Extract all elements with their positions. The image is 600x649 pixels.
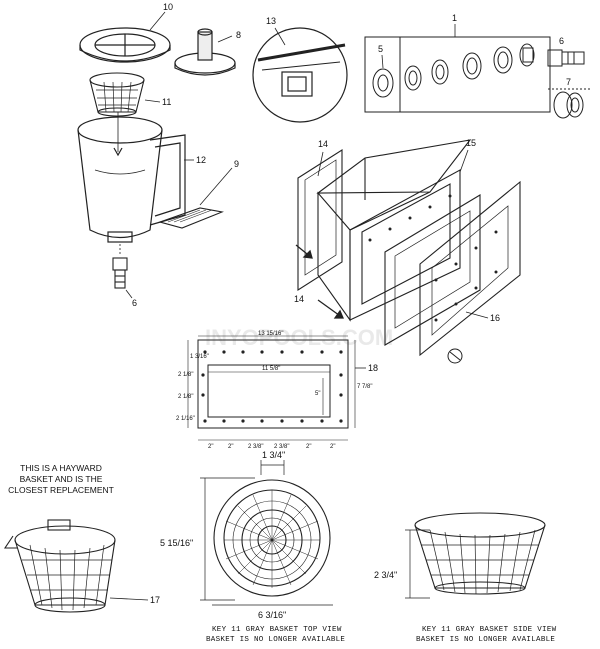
hayward-note: THIS IS A HAYWARD BASKET AND IS THE CLOS…	[8, 463, 114, 495]
screw-part	[447, 348, 463, 364]
watermark: INYOPOOLS.COM	[205, 325, 393, 350]
callout-6-top: 6	[559, 36, 564, 46]
skimmer-basket-part	[89, 72, 145, 117]
basket-side-view	[414, 512, 546, 595]
install-arrows	[295, 244, 344, 319]
screw-holes	[368, 194, 498, 322]
gasket-holes	[201, 350, 343, 423]
dim-basket-width: 6 3/16"	[258, 610, 286, 620]
callout-17: 17	[150, 595, 160, 605]
callout-13: 13	[266, 16, 276, 26]
callout-16: 16	[490, 313, 500, 323]
gasket-dimension-drawing	[187, 335, 356, 441]
callout-1: 1	[452, 13, 457, 23]
callout-15: 15	[466, 138, 476, 148]
callout-18: 18	[368, 363, 378, 373]
top-view-dimension-lines	[200, 460, 333, 606]
basket-top-view	[213, 479, 331, 597]
dim-spacing-6: 2"	[330, 444, 335, 450]
skimmer-body-part	[77, 112, 186, 243]
vac-plate-part	[174, 28, 236, 76]
side-view-caption-line2: BASKET IS NO LONGER AVAILABLE	[416, 636, 556, 644]
side-view-caption-line1: KEY 11 GRAY BASKET SIDE VIEW	[422, 626, 557, 634]
dim-spacing-3: 2 3/8"	[248, 444, 263, 450]
threaded-fitting-part	[547, 49, 585, 67]
wide-mouth-assembly	[297, 139, 521, 357]
dim-inner-width: 11 5/8"	[262, 366, 280, 372]
callout-11: 11	[162, 97, 171, 107]
return-fitting-kit	[364, 36, 551, 113]
dim-top-left: 1 3/16"	[190, 354, 209, 360]
dim-inner-height: 5"	[315, 391, 320, 397]
callout-14-top: 14	[318, 139, 328, 149]
callout-8: 8	[236, 30, 241, 40]
top-view-caption-line1: KEY 11 GRAY BASKET TOP VIEW	[212, 626, 342, 634]
dim-overall-height: 7 7/8"	[357, 384, 372, 390]
deck-lid-part	[79, 27, 171, 63]
eyeball-part	[548, 88, 590, 119]
inset-detail-part	[252, 27, 348, 123]
dim-left-1: 2 1/8"	[178, 372, 193, 378]
callout-14-bottom: 14	[294, 294, 304, 304]
dim-left-2: 2 1/8"	[178, 394, 193, 400]
callout-5: 5	[378, 44, 383, 54]
dim-basket-height-side: 2 3/4"	[374, 570, 397, 580]
side-view-dimension-lines	[405, 529, 430, 599]
callout-12: 12	[196, 155, 206, 165]
dim-spacing-5: 2"	[306, 444, 311, 450]
callout-7: 7	[566, 77, 571, 87]
dim-spacing-2: 2"	[228, 444, 233, 450]
weir-part	[158, 207, 224, 229]
barb-fitting-part	[112, 257, 128, 289]
top-view-caption-line2: BASKET IS NO LONGER AVAILABLE	[206, 636, 346, 644]
hayward-basket-part	[3, 519, 116, 613]
dim-overall-width: 13 15/16"	[258, 331, 284, 337]
dim-left-3: 2 1/16"	[176, 416, 195, 422]
callout-6-bottom: 6	[132, 298, 137, 308]
dim-spacing-1: 2"	[208, 444, 213, 450]
dim-basket-height-top: 5 15/16"	[160, 538, 193, 548]
dim-basket-top: 1 3/4"	[262, 450, 285, 460]
dim-spacing-4: 2 3/8"	[274, 444, 289, 450]
callout-9: 9	[234, 159, 239, 169]
callout-10: 10	[163, 2, 173, 12]
